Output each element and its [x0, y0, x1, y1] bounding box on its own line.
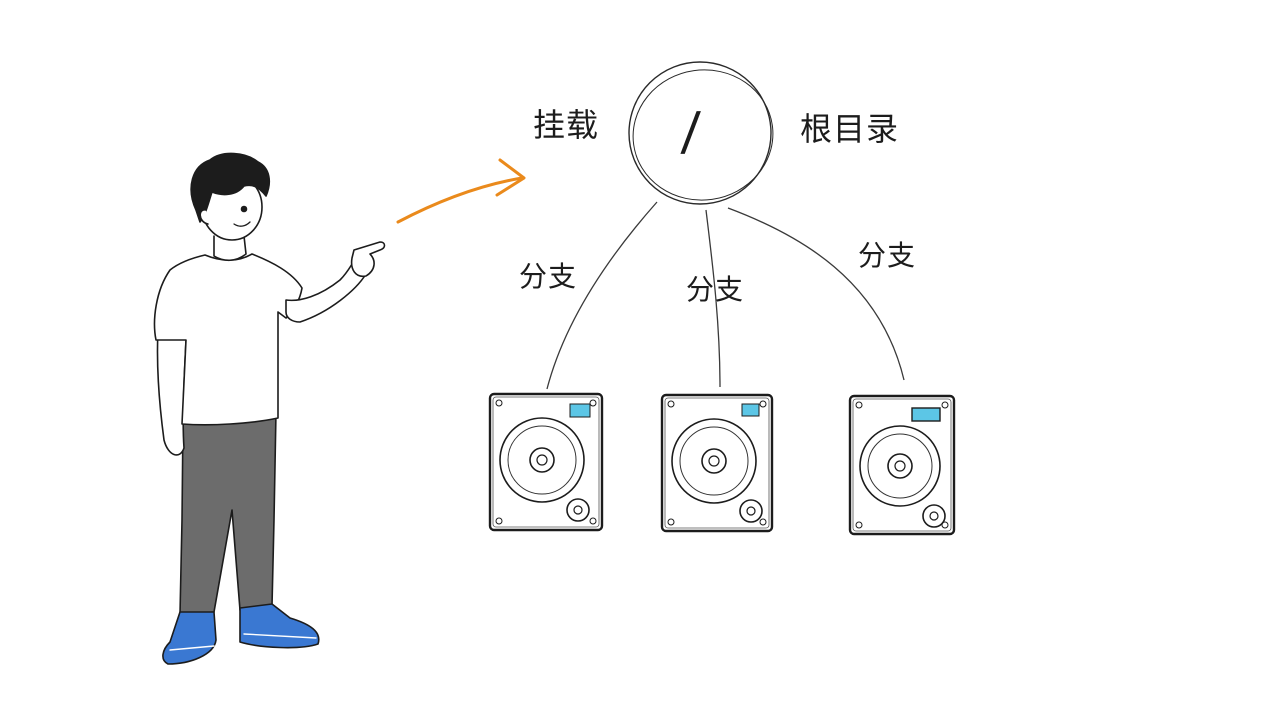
- hard-disk-icon: [488, 392, 604, 532]
- branch-lines: [546, 201, 905, 390]
- pants: [179, 411, 277, 615]
- pointing-hand: [350, 241, 386, 278]
- left-arm: [156, 329, 187, 456]
- person-pointing-illustration: [153, 152, 386, 665]
- disk-indicator: [911, 407, 941, 422]
- branch-label-right: 分支: [858, 239, 917, 272]
- branch-label-left: 分支: [519, 260, 578, 293]
- branch-line-right: [727, 207, 905, 381]
- branch-label-middle: 分支: [686, 273, 745, 306]
- root-node: [628, 61, 774, 205]
- hard-disk-icon: [848, 394, 956, 536]
- root-directory-label: 根目录: [800, 110, 900, 148]
- curved-arrow-icon: [396, 158, 526, 224]
- hair: [190, 152, 271, 223]
- branch-line-left: [546, 201, 658, 390]
- disk-indicator: [569, 403, 591, 418]
- branch-line-middle: [705, 209, 721, 388]
- right-shoe: [239, 603, 320, 649]
- disk-indicator: [741, 403, 760, 417]
- root-symbol: /: [679, 102, 702, 162]
- t-shirt: [153, 253, 303, 426]
- left-shoe: [162, 611, 217, 665]
- hard-disk-icon: [660, 393, 774, 533]
- mount-label: 挂载: [533, 106, 600, 144]
